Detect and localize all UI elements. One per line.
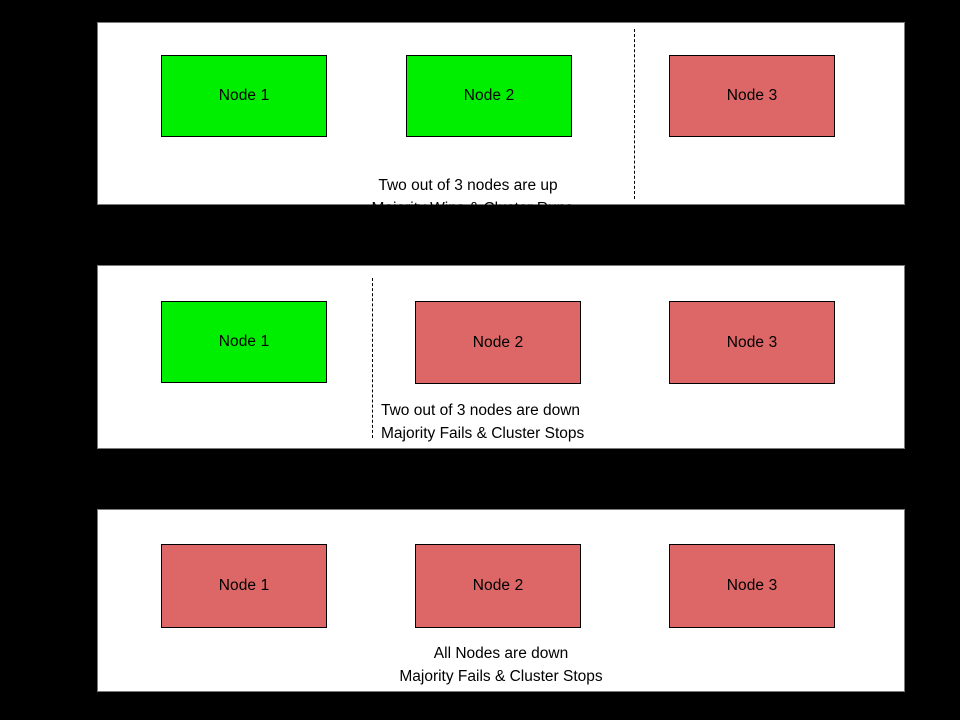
- scenario-panel-all-nodes-down: Node 1 Node 2 Node 3 All Nodes are down …: [97, 509, 905, 692]
- caption-line-1: Two out of 3 nodes are up: [378, 177, 558, 194]
- node-box-1[interactable]: Node 1: [161, 544, 327, 628]
- node-label: Node 3: [726, 577, 778, 595]
- node-label: Node 3: [726, 87, 778, 105]
- scenario-caption: Two out of 3 nodes are down Majority Fai…: [381, 399, 781, 445]
- caption-line-1: All Nodes are down: [433, 645, 569, 662]
- scenario-caption: All Nodes are down Majority Fails & Clus…: [301, 642, 701, 688]
- caption-line-2: , Majority Wins & Cluster Runs: [362, 200, 574, 217]
- scenario-panel-one-node-down: Node 1 Node 2 Node 3 Two out of 3 nodes …: [97, 22, 905, 217]
- node-box-2[interactable]: Node 2: [415, 544, 581, 628]
- node-box-3[interactable]: Node 3: [669, 55, 835, 137]
- caption-line-1: Two out of 3 nodes are down: [381, 402, 581, 419]
- caption-line-2: Majority Fails & Cluster Stops: [381, 425, 585, 442]
- node-box-3[interactable]: Node 3: [669, 544, 835, 628]
- partition-divider-line: [634, 29, 635, 199]
- caption-line-2: Majority Fails & Cluster Stops: [399, 668, 603, 685]
- node-label: Node 2: [472, 333, 524, 351]
- scenario-panel-two-nodes-down: Node 1 Node 2 Node 3 Two out of 3 nodes …: [97, 265, 905, 449]
- node-label: Node 3: [726, 333, 778, 351]
- partition-divider-line: [372, 278, 373, 438]
- node-label: Node 1: [218, 333, 270, 351]
- node-label: Node 1: [218, 577, 270, 595]
- node-box-2[interactable]: Node 2: [406, 55, 572, 137]
- node-box-1[interactable]: Node 1: [161, 55, 327, 137]
- node-box-2[interactable]: Node 2: [415, 301, 581, 384]
- scenario-caption: Two out of 3 nodes are up , Majority Win…: [288, 174, 648, 220]
- node-box-3[interactable]: Node 3: [669, 301, 835, 384]
- node-box-1[interactable]: Node 1: [161, 301, 327, 383]
- node-label: Node 2: [463, 87, 515, 105]
- node-label: Node 1: [218, 87, 270, 105]
- node-label: Node 2: [472, 577, 524, 595]
